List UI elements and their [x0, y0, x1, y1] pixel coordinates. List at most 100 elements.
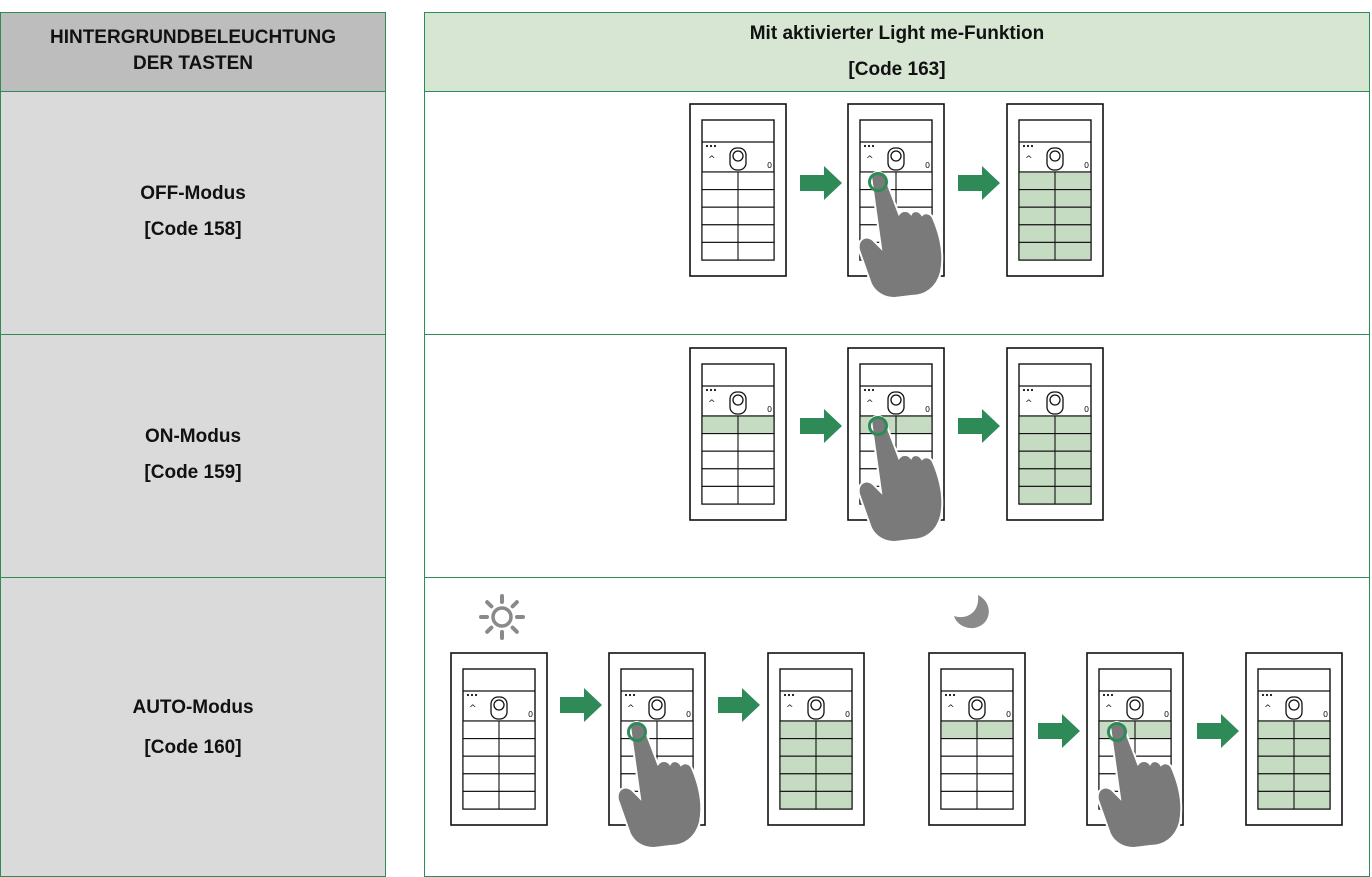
speaker-mark: ^	[866, 399, 874, 409]
hand-auto-night	[1096, 721, 1183, 850]
press-ring	[868, 416, 888, 436]
info-mark: 0	[1084, 161, 1089, 170]
speaker-mark: ^	[1264, 704, 1272, 714]
info-mark: 0	[686, 710, 691, 719]
arrow-auto-day-1	[560, 688, 602, 722]
speaker-mark: ^	[947, 704, 955, 714]
panel-auto-day-lit: ^0	[767, 652, 865, 826]
led-dot	[948, 693, 952, 697]
led-dot	[1030, 144, 1034, 148]
mode-label-off: OFF-Modus	[140, 183, 246, 204]
header-right-code: [Code 163]	[848, 59, 946, 80]
header-left-subtitle: DER TASTEN	[133, 53, 253, 74]
arrow-auto-day-2	[718, 688, 760, 722]
info-mark: 0	[767, 161, 772, 170]
header-right-cell: Mit aktivierter Light me-Funktion [Code …	[424, 12, 1370, 92]
led-dot	[867, 388, 871, 392]
led-dot	[709, 144, 713, 148]
panel-auto-night-lit: ^0	[1245, 652, 1343, 826]
camera-lens	[1129, 699, 1141, 711]
led-dot	[1022, 388, 1026, 392]
camera-lens	[971, 699, 983, 711]
arrow-on-2	[958, 409, 1000, 443]
sun-ray	[485, 600, 494, 609]
led-dot	[466, 693, 470, 697]
arrow-off-1	[800, 166, 842, 200]
moon-icon	[954, 595, 989, 629]
code-label-auto: [Code 160]	[144, 737, 242, 758]
info-mark: 0	[925, 161, 930, 170]
led-dot	[713, 144, 717, 148]
camera-lens	[732, 394, 744, 406]
panel-on-lit: ^0	[1006, 347, 1104, 521]
led-dot	[705, 388, 709, 392]
led-dot	[1022, 144, 1026, 148]
arrow-auto-night-1	[1038, 714, 1080, 748]
camera-lens	[651, 699, 663, 711]
speaker-mark: ^	[786, 704, 794, 714]
press-ring	[1107, 722, 1127, 742]
speaker-mark: ^	[1025, 155, 1033, 165]
speaker-mark: ^	[708, 399, 716, 409]
info-mark: 0	[1006, 710, 1011, 719]
sun-core	[491, 606, 513, 628]
camera-lens	[1288, 699, 1300, 711]
led-dot	[944, 693, 948, 697]
panel-off-initial: ^0	[689, 103, 787, 277]
led-dot	[1102, 693, 1106, 697]
panel-auto-night-initial: ^0	[928, 652, 1026, 826]
row-off-label-cell: OFF-Modus [Code 158]	[0, 91, 386, 335]
info-mark: 0	[845, 710, 850, 719]
panel-on-initial: ^0	[689, 347, 787, 521]
sun-icon	[479, 594, 525, 640]
speaker-mark: ^	[708, 155, 716, 165]
speaker-mark: ^	[1105, 704, 1113, 714]
press-ring	[868, 172, 888, 192]
sun-ray	[510, 600, 519, 609]
hand-shape	[616, 721, 703, 850]
led-dot	[787, 693, 791, 697]
info-mark: 0	[1084, 405, 1089, 414]
code-label-on: [Code 159]	[144, 462, 242, 483]
row-on-label-cell: ON-Modus [Code 159]	[0, 334, 386, 578]
hand-shape	[1096, 721, 1183, 850]
press-ring	[627, 722, 647, 742]
speaker-mark: ^	[866, 155, 874, 165]
info-mark: 0	[925, 405, 930, 414]
led-dot	[474, 693, 478, 697]
hand-shape	[857, 415, 944, 544]
led-dot	[713, 388, 717, 392]
camera-lens	[1049, 150, 1061, 162]
hand-auto-day	[616, 721, 703, 850]
camera-lens	[732, 150, 744, 162]
header-left-title: HINTERGRUNDBELEUCHTUNG	[49, 27, 337, 48]
mode-label-on: ON-Modus	[144, 426, 242, 447]
sun-ray	[510, 625, 519, 634]
arrow-on-1	[800, 409, 842, 443]
arrow-auto-night-2	[1197, 714, 1239, 748]
header-left-cell: HINTERGRUNDBELEUCHTUNG DER TASTEN	[0, 12, 386, 92]
led-dot	[863, 144, 867, 148]
led-dot	[470, 693, 474, 697]
hand-off	[857, 171, 944, 300]
hand-shape	[857, 171, 944, 300]
led-dot	[1106, 693, 1110, 697]
led-dot	[624, 693, 628, 697]
header-right-title: Mit aktivierter Light me-Funktion	[749, 23, 1045, 44]
panel-auto-day-initial: ^0	[450, 652, 548, 826]
speaker-mark: ^	[469, 704, 477, 714]
led-dot	[1269, 693, 1273, 697]
camera-lens	[493, 699, 505, 711]
info-mark: 0	[1323, 710, 1328, 719]
led-dot	[1026, 388, 1030, 392]
speaker-mark: ^	[627, 704, 635, 714]
row-auto-label-cell: AUTO-Modus [Code 160]	[0, 577, 386, 877]
info-mark: 0	[528, 710, 533, 719]
led-dot	[1030, 388, 1034, 392]
led-dot	[1110, 693, 1114, 697]
code-label-off: [Code 158]	[144, 219, 242, 240]
camera-lens	[890, 150, 902, 162]
led-dot	[863, 388, 867, 392]
sun-ray	[485, 625, 494, 634]
